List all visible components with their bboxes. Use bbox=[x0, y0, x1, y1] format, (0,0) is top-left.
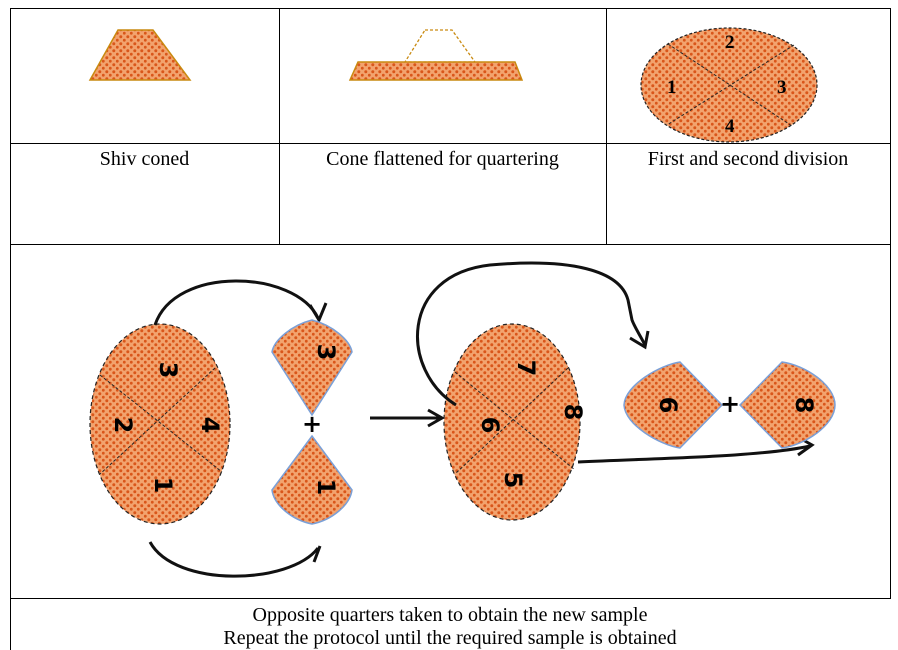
division-label-3: 3 bbox=[777, 77, 787, 98]
petal-6-label: 6 bbox=[654, 397, 682, 414]
first-ellipse-label-3: 3 bbox=[154, 362, 182, 379]
first-ellipse-label-4: 4 bbox=[196, 417, 224, 434]
footer-line-2: Repeat the protocol until the required s… bbox=[223, 627, 677, 649]
arrow-bottom-head bbox=[312, 545, 322, 563]
first-ellipse-label-2: 2 bbox=[109, 417, 137, 434]
division-label-4: 4 bbox=[725, 116, 735, 137]
row2-divider bbox=[10, 244, 891, 245]
table-right-border bbox=[890, 8, 891, 598]
petal-8-label: 8 bbox=[790, 397, 818, 414]
caption-shiv-coned: Shiv coned bbox=[99, 148, 190, 170]
cone-shape bbox=[88, 29, 192, 81]
flattened-cone-shape bbox=[348, 61, 524, 81]
first-ellipse: 1 2 3 4 bbox=[89, 323, 231, 525]
footer-line-1: Opposite quarters taken to obtain the ne… bbox=[252, 604, 648, 626]
plus-sign-2: + bbox=[720, 390, 740, 418]
row3-divider bbox=[10, 598, 891, 599]
cone-outline-dashed bbox=[403, 29, 477, 63]
petal-8: 8 bbox=[738, 361, 836, 449]
petal-3: 3 bbox=[271, 319, 353, 417]
petal-3-label: 3 bbox=[312, 344, 340, 361]
row1-divider bbox=[10, 143, 891, 144]
table-top-border bbox=[10, 8, 891, 9]
arrow-top-head bbox=[308, 302, 328, 324]
arrow-loop-head bbox=[629, 330, 650, 350]
caption-first-second-division: First and second division bbox=[647, 148, 849, 170]
arrow-bottom-curve bbox=[148, 541, 320, 578]
second-ellipse-label-6: 6 bbox=[476, 417, 504, 434]
petal-1: 1 bbox=[271, 434, 353, 525]
arrow-top-curve bbox=[153, 279, 320, 326]
first-ellipse-label-1: 1 bbox=[149, 477, 177, 494]
second-ellipse-label-8: 8 bbox=[559, 404, 587, 421]
second-ellipse: 5 6 7 8 bbox=[443, 323, 587, 521]
table-left-border bbox=[10, 8, 11, 650]
col-divider-1 bbox=[279, 8, 280, 244]
arrow-lower-curve bbox=[577, 444, 811, 464]
col-divider-2 bbox=[606, 8, 607, 244]
caption-cone-flattened: Cone flattened for quartering bbox=[326, 148, 559, 170]
arrow-loop-curve bbox=[416, 261, 647, 407]
second-ellipse-label-7: 7 bbox=[512, 360, 540, 377]
plus-sign-1: + bbox=[302, 410, 322, 438]
division-label-2: 2 bbox=[725, 32, 735, 53]
division-label-1: 1 bbox=[667, 77, 677, 98]
arrow-straight-head bbox=[427, 408, 446, 428]
petal-1-label: 1 bbox=[312, 479, 340, 496]
division-ellipse: 1 2 3 4 bbox=[640, 27, 818, 143]
second-ellipse-label-5: 5 bbox=[499, 472, 527, 489]
petal-6: 6 bbox=[623, 361, 724, 449]
